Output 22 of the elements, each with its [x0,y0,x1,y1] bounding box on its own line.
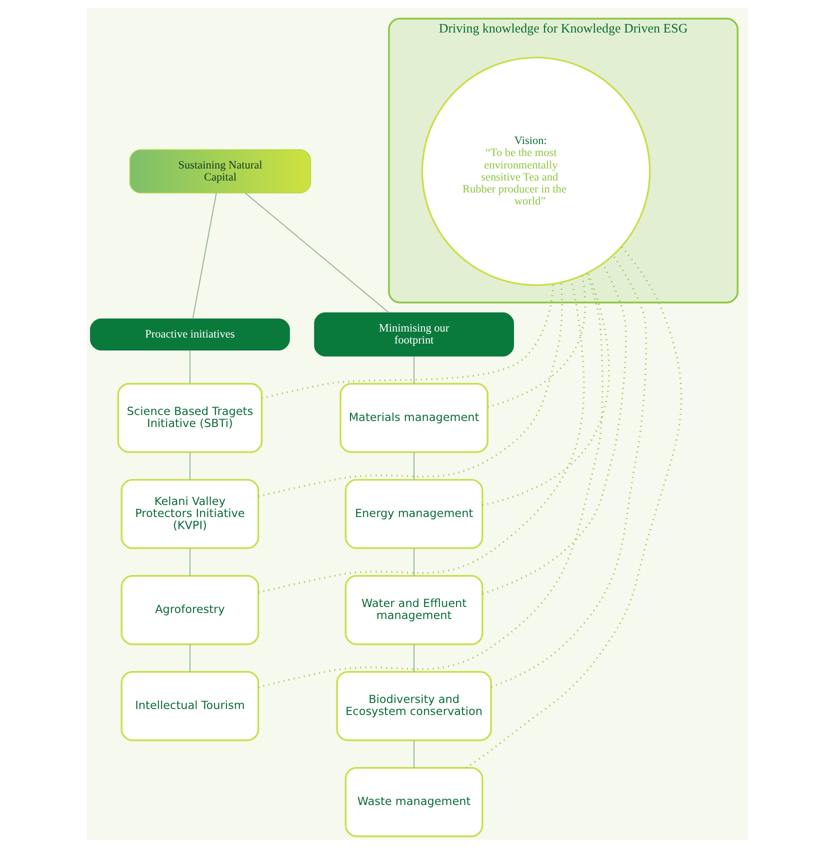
connector [244,192,390,314]
node-box: Proactive initiatives [90,318,290,350]
node-box: Kelani Valley Protectors Initiative (KVPI) [120,478,260,550]
connector [466,246,682,769]
node-circle: Vision: “To be the most environmentally sensitive Tea and Rubber producer in the world” [421,56,651,286]
node-box: Materials management [340,382,488,453]
node-box: Intellectual Tourism [120,671,260,742]
connector [482,272,610,506]
node-box: Biodiversity and Ecosystem conservation [336,671,492,742]
node-box: Minimising our footprint [314,312,514,357]
connector [490,254,647,688]
connector [262,284,554,400]
connector [258,282,563,498]
node-box: Science Based Tragets Initiative (SBTi) [117,382,263,453]
connector [192,192,217,320]
node-box: Waste management [344,767,484,838]
node-box: Agroforestry [120,575,260,646]
connector [258,273,604,688]
node-box: Sustaining Natural Capital [129,149,312,194]
node-box: Energy management [344,478,484,550]
connector [488,275,586,408]
node-box: Water and Effluent management [344,575,484,646]
